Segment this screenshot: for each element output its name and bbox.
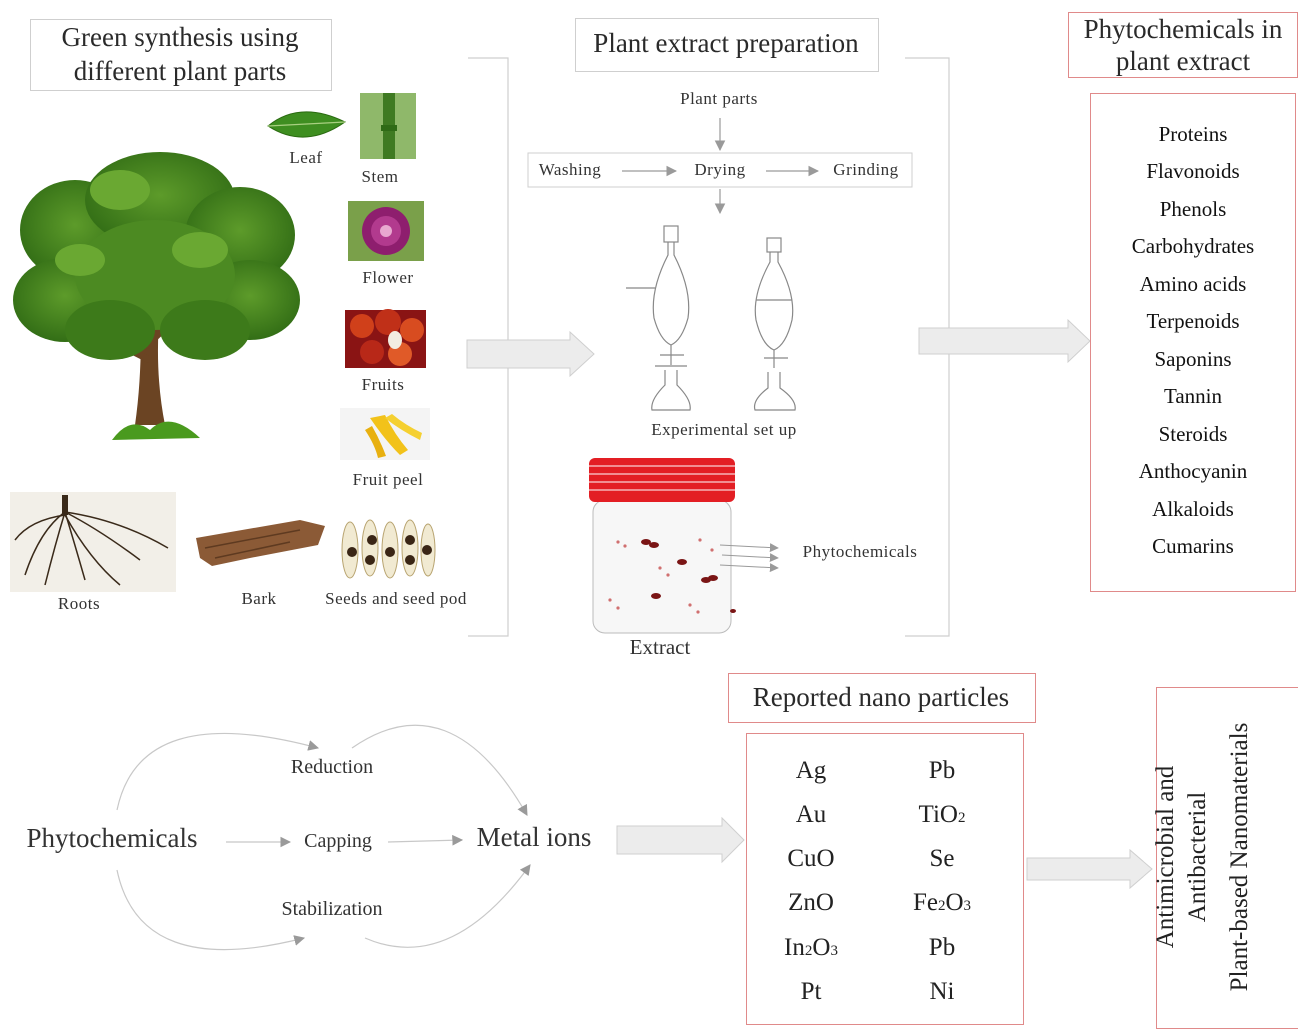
- section1-title-line1: Green synthesis using: [61, 22, 299, 52]
- label-roots: Roots: [57, 594, 101, 613]
- stem-image: [360, 93, 416, 159]
- nanoparticles-title-box: [728, 673, 1036, 723]
- nanoparticle-formula: Ni: [929, 978, 955, 1005]
- mech-capping: Capping: [304, 830, 372, 852]
- leaf-image: [267, 111, 346, 138]
- label-bark: Bark: [241, 589, 277, 608]
- label-seeds: Seeds and seed pod: [325, 589, 467, 608]
- nanoparticle-formula: Pb: [928, 934, 956, 961]
- nanoparticle-formula: Pb: [928, 757, 956, 784]
- step-washing: Washing: [538, 160, 602, 179]
- outcome-line3: Plant-based Nanomaterials: [1226, 722, 1253, 992]
- nanoparticle-formula: ZnO: [788, 889, 834, 916]
- mech-phytochemicals: Phytochemicals: [26, 823, 198, 853]
- section1-title-box: [30, 19, 332, 91]
- phytochemical-list: Proteins Flavonoids Phenols Carbohydrate…: [1090, 93, 1296, 592]
- mech-metal-ions: Metal ions: [476, 822, 592, 852]
- flower-image: [348, 201, 424, 261]
- outcome-line1: Antimicrobial and: [1152, 765, 1179, 949]
- tree-illustration: [13, 152, 300, 440]
- nanoparticle-table: [746, 733, 1024, 1025]
- list-item: Cumarins: [1152, 534, 1234, 558]
- nanoparticle-formula: Ag: [795, 757, 827, 784]
- mech-stabilization: Stabilization: [281, 898, 383, 920]
- list-item: Carbohydrates: [1131, 234, 1255, 258]
- mech-reduction: Reduction: [290, 756, 374, 778]
- block-arrow-1: [466, 330, 595, 378]
- block-arrow-4: [1026, 848, 1153, 890]
- bark-image: [196, 520, 325, 566]
- list-item: Terpenoids: [1146, 309, 1240, 333]
- outcome-line2: Antibacterial: [1184, 791, 1211, 923]
- section2-title: Plant extract preparation: [593, 28, 859, 58]
- nanoparticle-formula: CuO: [787, 845, 835, 872]
- list-item: Phenols: [1159, 197, 1227, 221]
- list-item: Anthocyanin: [1138, 459, 1248, 483]
- label-leaf: Leaf: [289, 148, 323, 167]
- list-item: Alkaloids: [1152, 497, 1234, 521]
- label-plant-parts: Plant parts: [680, 89, 758, 108]
- nanoparticle-formula: Pt: [800, 978, 822, 1005]
- fruit-peel-image: [340, 408, 430, 460]
- nanoparticle-formula: Fe2O3: [912, 889, 972, 916]
- list-item: Flavonoids: [1146, 159, 1240, 183]
- section2-title-box: [575, 18, 879, 72]
- seeds-image: [341, 519, 436, 579]
- nanoparticle-formula: Se: [929, 845, 955, 872]
- list-item: Tannin: [1163, 384, 1223, 408]
- nanoparticle-formula: TiO2: [918, 801, 966, 828]
- process-steps-box: [527, 152, 913, 188]
- extract-jar-illustration: [589, 458, 779, 634]
- outcome-box: [1156, 687, 1298, 1029]
- list-item: Proteins: [1158, 122, 1228, 146]
- section3-title-box: [1068, 12, 1298, 78]
- nanoparticle-formula: Au: [795, 801, 827, 828]
- nanoparticles-title: Reported nano particles: [752, 682, 1010, 712]
- block-arrow-2: [918, 318, 1091, 364]
- section1-title-line2: different plant parts: [73, 56, 287, 86]
- label-fruit-peel: Fruit peel: [352, 470, 424, 489]
- label-fruits: Fruits: [361, 375, 405, 394]
- list-item: Steroids: [1158, 422, 1228, 446]
- list-item: Amino acids: [1139, 272, 1247, 296]
- block-arrow-3: [616, 816, 745, 864]
- nanoparticle-formula: In2O3: [784, 934, 838, 961]
- label-phytochemicals-extract: Phytochemicals: [802, 542, 918, 561]
- section3-title-line1: Phytochemicals in: [1083, 14, 1283, 44]
- list-item: Saponins: [1154, 347, 1232, 371]
- step-drying: Drying: [694, 160, 746, 179]
- step-grinding: Grinding: [833, 160, 899, 179]
- prep-arrows: [622, 118, 820, 215]
- experimental-setup-illustration: [626, 225, 796, 411]
- roots-image: [10, 492, 176, 592]
- fruits-image: [345, 309, 426, 368]
- label-flower: Flower: [362, 268, 414, 287]
- mechanism-arrows: [116, 724, 531, 951]
- label-extract: Extract: [629, 635, 691, 659]
- section3-title-line2: plant extract: [1115, 46, 1251, 76]
- label-stem: Stem: [361, 167, 399, 186]
- label-experimental-setup: Experimental set up: [651, 420, 797, 439]
